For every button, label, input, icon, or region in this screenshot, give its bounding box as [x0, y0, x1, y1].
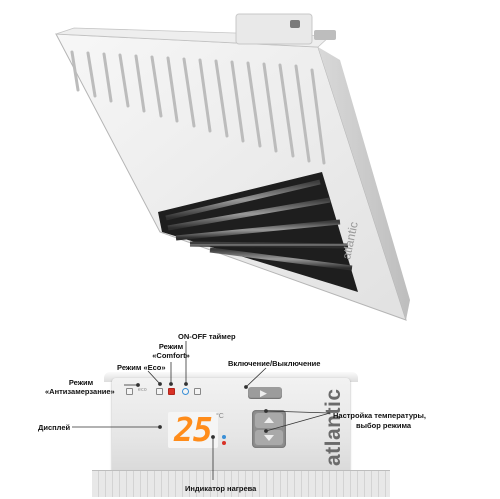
- eco-mode-indicator-icon[interactable]: [156, 388, 163, 395]
- label-comfort-line1: Режим: [158, 342, 184, 351]
- label-antifreeze-line2: «Антизамерзание»: [45, 387, 115, 396]
- label-eco-mode: Режим «Eco»: [117, 363, 166, 372]
- antifreeze-mode-icon[interactable]: [126, 388, 133, 395]
- heater-illustration: atlantic: [55, 13, 410, 321]
- brand-logo: atlantic: [322, 388, 345, 466]
- temperature-up-button[interactable]: [255, 413, 283, 428]
- heating-indicator-icon: [222, 441, 226, 445]
- label-display: Дисплей: [38, 423, 71, 432]
- heater-side-face: [318, 47, 410, 320]
- timer-icon[interactable]: [182, 388, 189, 395]
- label-antifreeze-line1: Режим: [68, 378, 94, 387]
- heater-fins: [165, 179, 353, 271]
- control-panel: eco ▶ 25 °C atlantic: [92, 372, 390, 498]
- label-power: Включение/Выключение: [228, 359, 321, 368]
- panel-base: [92, 470, 390, 497]
- power-button[interactable]: ▶: [248, 387, 282, 399]
- label-temperature-line1: Настройка температуры,: [333, 411, 426, 420]
- celsius-unit: °C: [216, 413, 224, 420]
- play-icon: ▶: [260, 388, 267, 398]
- heater-louvres: [70, 50, 326, 165]
- home-icon[interactable]: [194, 388, 201, 395]
- label-temperature-line2: выбор режима: [356, 421, 412, 430]
- comfort-mode-icon[interactable]: [168, 388, 175, 395]
- label-onoff-timer: ON-OFF таймер: [178, 332, 236, 341]
- temperature-down-button[interactable]: [255, 430, 283, 445]
- panel-body: eco ▶ 25 °C atlantic: [112, 378, 350, 474]
- arrow-up-icon: [264, 417, 274, 423]
- eco-mode-icon[interactable]: eco: [138, 387, 147, 393]
- arrow-down-icon: [264, 435, 274, 441]
- cooling-indicator-icon: [222, 435, 226, 439]
- temperature-display: 25: [168, 410, 218, 449]
- label-heat-indicator: Индикатор нагрева: [185, 484, 257, 493]
- temperature-value: 25: [174, 410, 213, 449]
- heater-control-block: [235, 13, 313, 45]
- temperature-rocker: [252, 410, 286, 448]
- panel-top-edge: [104, 372, 358, 382]
- label-comfort-line2: «Comfort»: [152, 351, 190, 360]
